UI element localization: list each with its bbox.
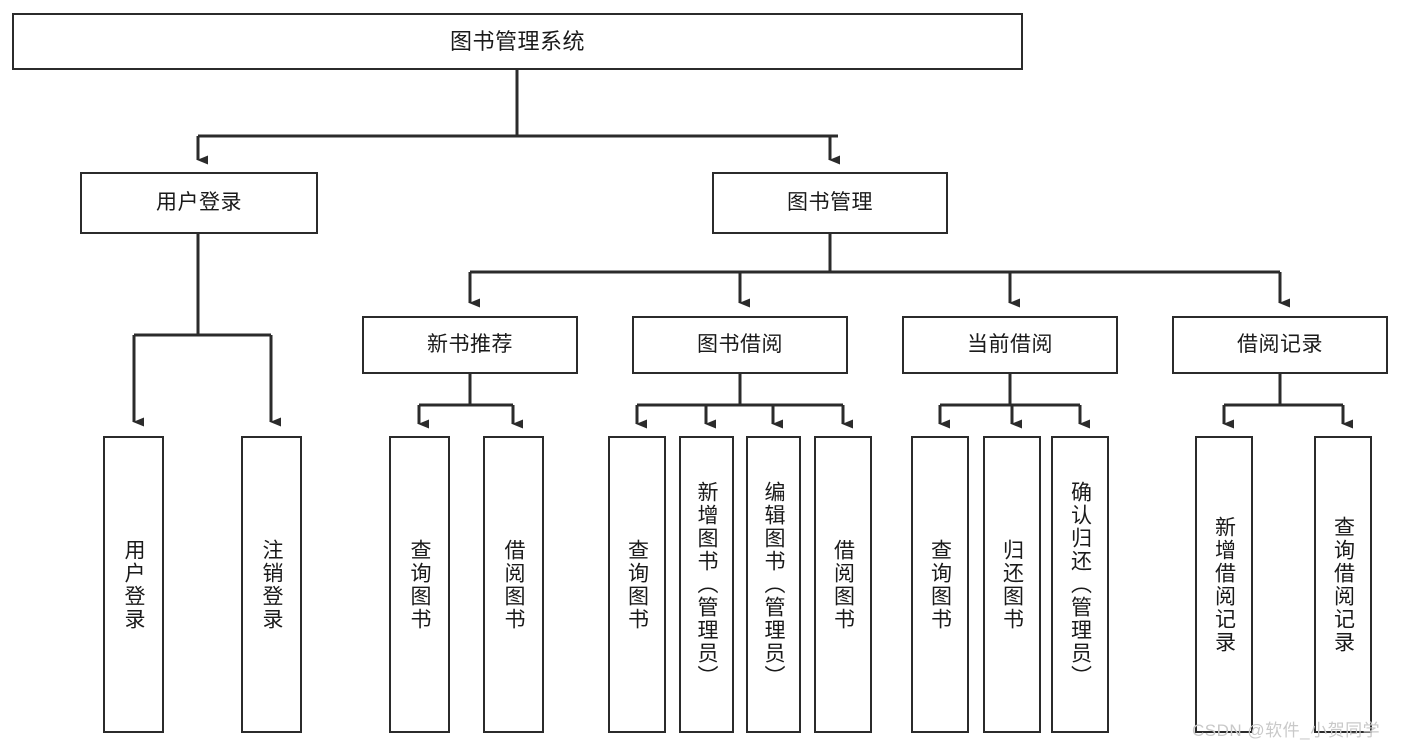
node-label: 借阅图书 <box>502 538 525 631</box>
node-label: 编辑图书（管理员） <box>762 481 785 688</box>
node-label: 注销登录 <box>260 538 283 631</box>
node-label: 新书推荐 <box>427 332 513 356</box>
leaf-add-borrow-record[interactable]: 新增借阅记录 <box>1195 436 1253 733</box>
leaf-borrow-book-recommend[interactable]: 借阅图书 <box>483 436 544 733</box>
leaf-query-book-current[interactable]: 查询图书 <box>911 436 969 733</box>
node-new-book-recommend[interactable]: 新书推荐 <box>362 316 578 374</box>
leaf-edit-book-admin[interactable]: 编辑图书（管理员） <box>746 436 801 733</box>
leaf-user-login[interactable]: 用户登录 <box>103 436 164 733</box>
csdn-watermark: CSDN @软件_小贺同学 <box>1192 721 1381 740</box>
node-label: 图书管理系统 <box>449 28 585 54</box>
node-label: 图书借阅 <box>697 332 783 356</box>
node-label: 当前借阅 <box>967 332 1053 356</box>
node-label: 用户登录 <box>156 190 242 214</box>
leaf-query-book-recommend[interactable]: 查询图书 <box>389 436 450 733</box>
leaf-logout[interactable]: 注销登录 <box>241 436 302 733</box>
node-root-system[interactable]: 图书管理系统 <box>12 13 1023 70</box>
node-user-login[interactable]: 用户登录 <box>80 172 318 234</box>
node-book-borrow[interactable]: 图书借阅 <box>632 316 848 374</box>
node-label: 查询借阅记录 <box>1331 515 1355 654</box>
node-label: 新增图书（管理员） <box>695 481 718 688</box>
leaf-add-book-admin[interactable]: 新增图书（管理员） <box>679 436 734 733</box>
node-book-manage[interactable]: 图书管理 <box>712 172 948 234</box>
leaf-borrow-book[interactable]: 借阅图书 <box>814 436 872 733</box>
leaf-query-borrow-record[interactable]: 查询借阅记录 <box>1314 436 1372 733</box>
node-label: 确认归还（管理员） <box>1068 481 1092 688</box>
node-current-borrow[interactable]: 当前借阅 <box>902 316 1118 374</box>
node-label: 新增借阅记录 <box>1212 515 1236 654</box>
node-label: 查询图书 <box>625 538 649 631</box>
node-label: 借阅图书 <box>831 538 855 631</box>
node-label: 归还图书 <box>1000 538 1024 631</box>
node-borrow-record[interactable]: 借阅记录 <box>1172 316 1388 374</box>
node-label: 查询图书 <box>408 538 431 631</box>
node-label: 查询图书 <box>928 538 952 631</box>
node-label: 用户登录 <box>122 538 145 631</box>
node-label: 借阅记录 <box>1237 332 1323 356</box>
leaf-return-book[interactable]: 归还图书 <box>983 436 1041 733</box>
leaf-confirm-return-admin[interactable]: 确认归还（管理员） <box>1051 436 1109 733</box>
node-label: 图书管理 <box>787 190 873 214</box>
leaf-query-book-borrow[interactable]: 查询图书 <box>608 436 666 733</box>
